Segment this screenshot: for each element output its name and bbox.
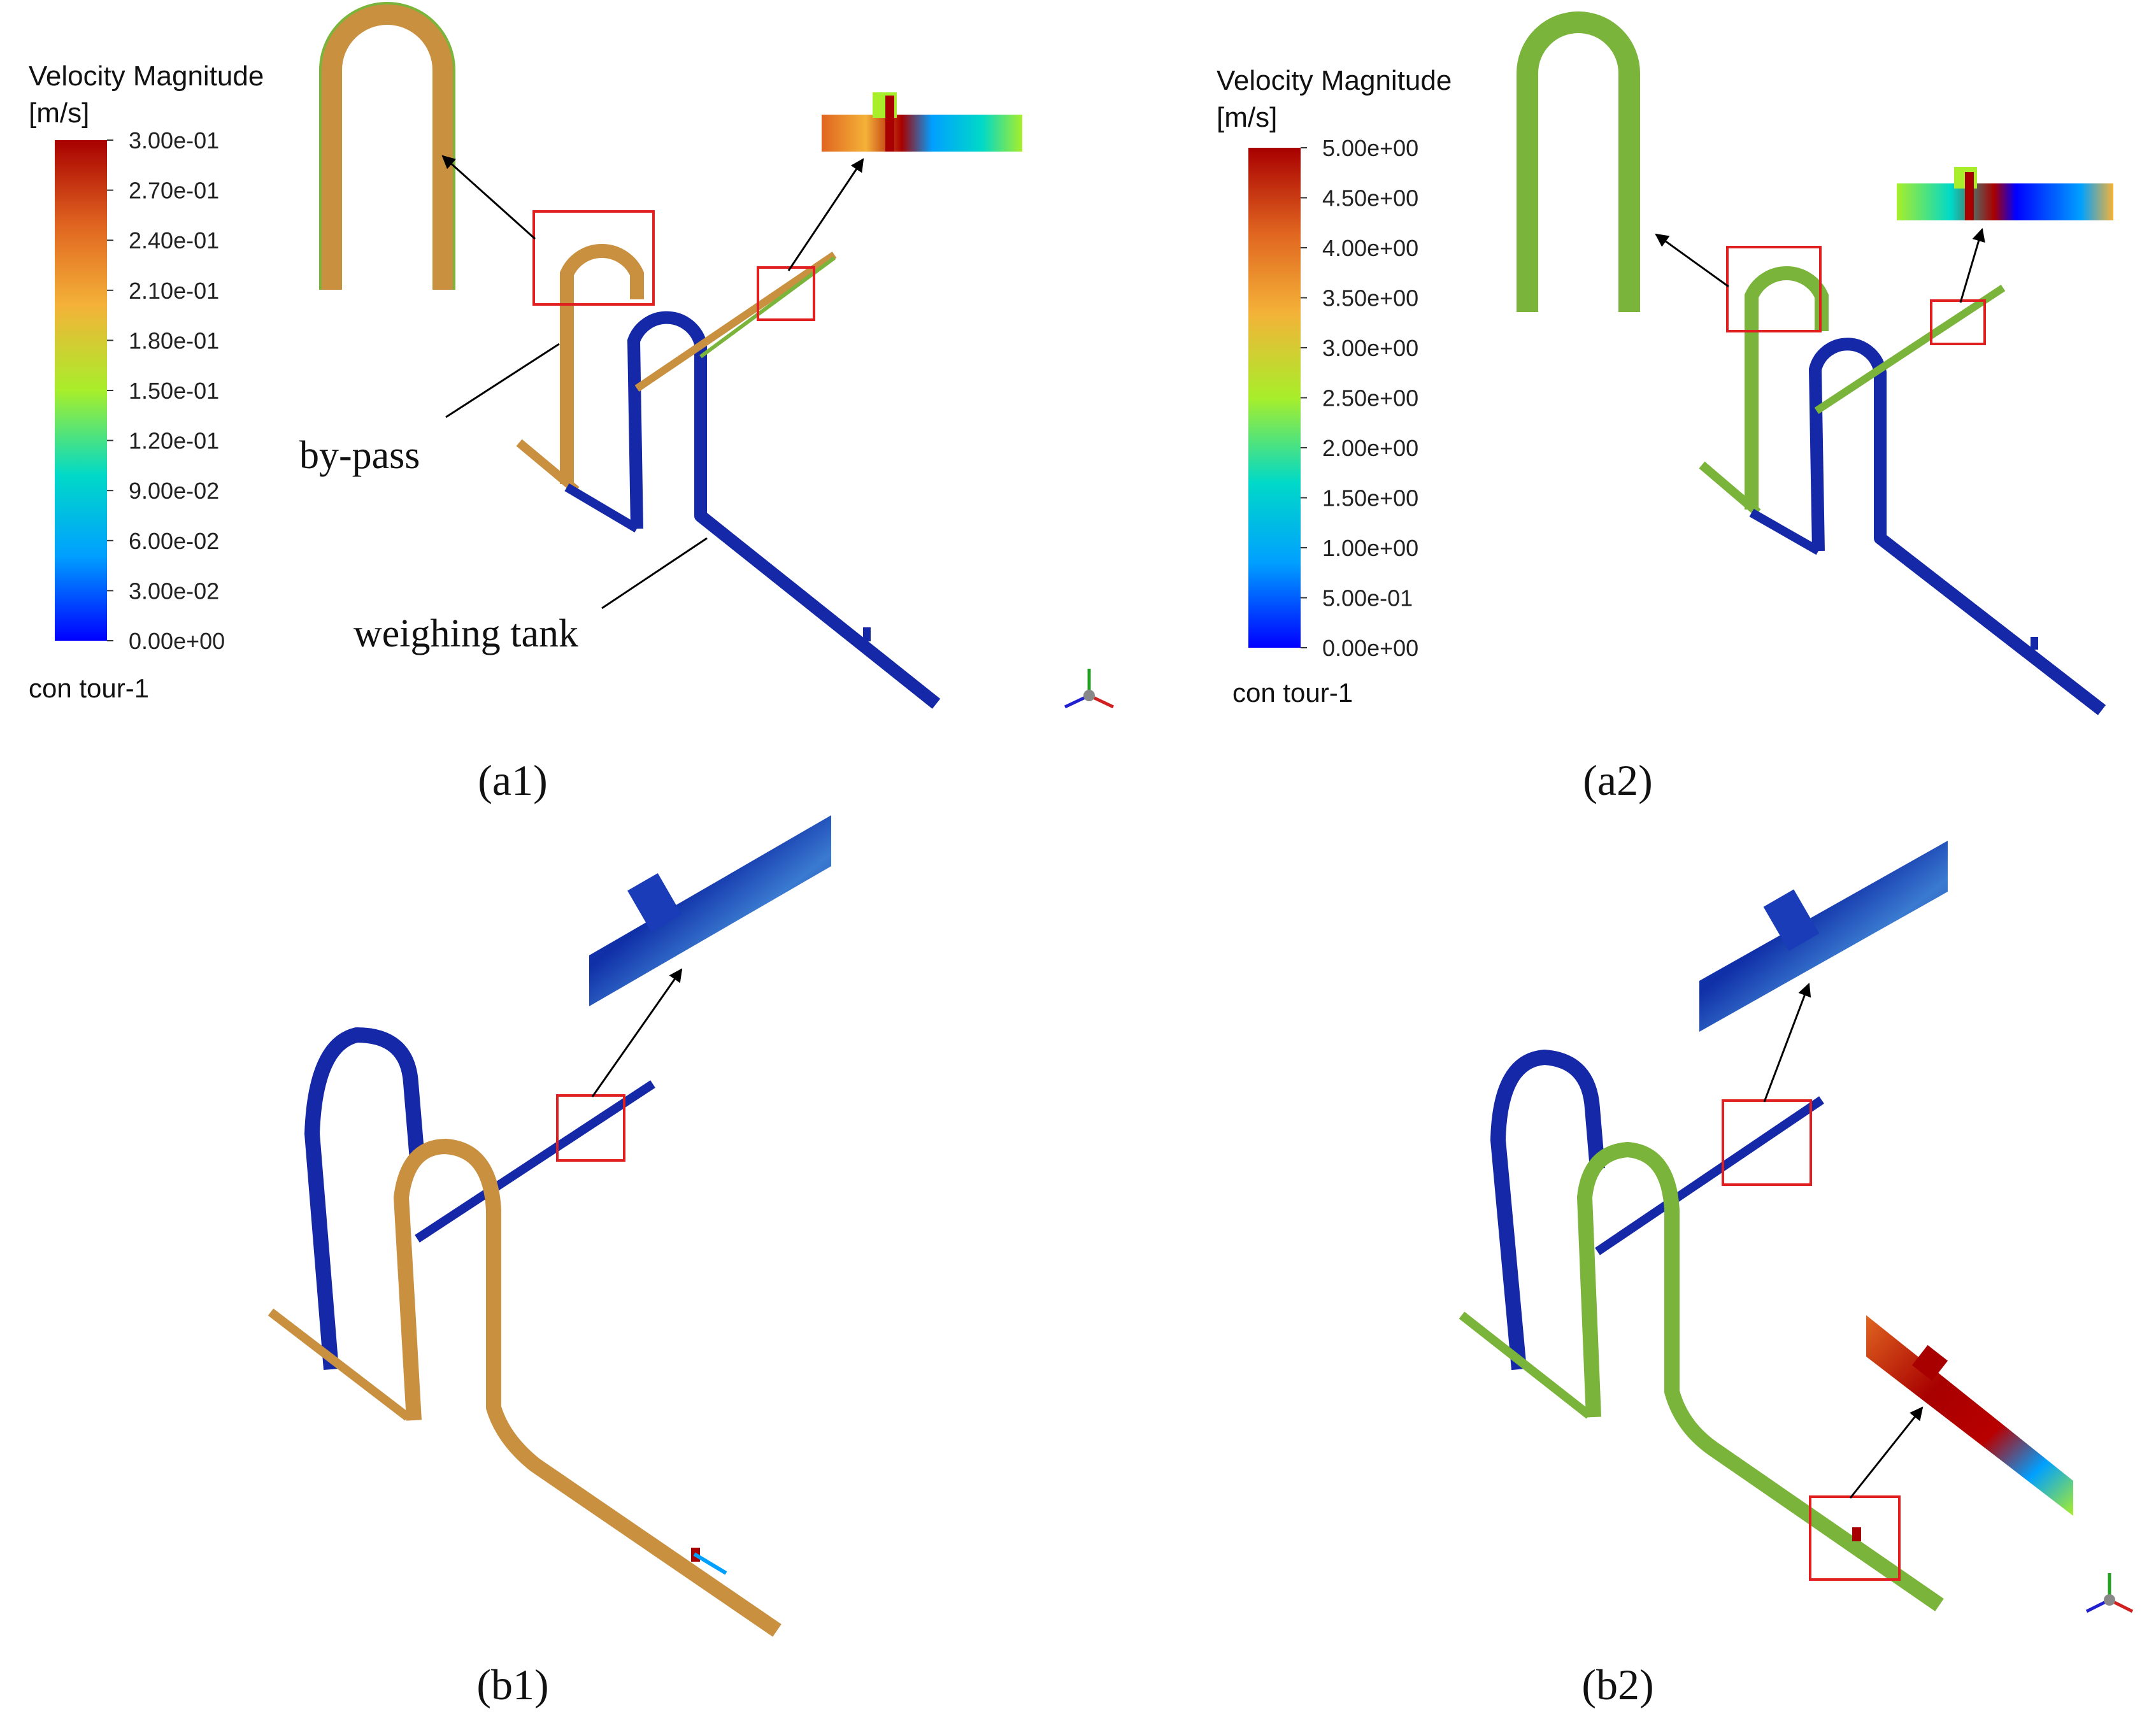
colorbar-tick-label: 3.00e-02 xyxy=(129,578,219,604)
highlight-box-bypass xyxy=(532,210,655,306)
bypass-pipe xyxy=(394,1139,782,1637)
bypass-inset-pipe xyxy=(1517,11,1640,312)
colorbar-tick-label: 1.00e+00 xyxy=(1322,535,1418,561)
highlight-box-detail xyxy=(757,266,815,321)
colorbar xyxy=(55,140,107,641)
legend-unit: [m/s] xyxy=(1217,102,1277,133)
colorbar-tick-label: 2.00e+00 xyxy=(1322,435,1418,461)
colorbar-tick-label: 2.40e-01 xyxy=(129,227,219,253)
bypass-inset-pipe xyxy=(320,3,454,290)
highlight-box-bypass xyxy=(1726,246,1822,332)
detail-inset-bottom xyxy=(1866,1315,2073,1516)
colorbar-tick-label: 2.10e-01 xyxy=(129,278,219,304)
highlight-box-bottom xyxy=(1809,1495,1901,1581)
weighing-tank-pipe xyxy=(1490,1050,1605,1371)
highlight-box-top xyxy=(1722,1099,1812,1186)
main-pipe xyxy=(1814,284,2006,415)
colorbar xyxy=(1248,148,1301,648)
bypass-pipe xyxy=(560,243,644,484)
legend-title: Velocity Magnitude xyxy=(1217,65,1452,96)
colorbar-tick-label: 0.00e+00 xyxy=(129,628,225,654)
weighing-tank-pipe xyxy=(627,311,941,709)
bypass-pipe xyxy=(1745,266,1829,510)
colorbar-tick-label: 1.50e+00 xyxy=(1322,485,1418,511)
colorbar-tick-label: 4.50e+00 xyxy=(1322,185,1418,211)
caption: (b2) xyxy=(1581,1660,1653,1709)
colorbar-tick-label: 3.50e+00 xyxy=(1322,285,1418,311)
label-bypass: by-pass xyxy=(299,434,420,477)
colorbar-tick-label: 3.00e+00 xyxy=(1322,335,1418,361)
colorbar-tick-label: 2.50e+00 xyxy=(1322,385,1418,411)
colorbar-tick-label: 6.00e-02 xyxy=(129,528,219,554)
label-weighing-tank: weighing tank xyxy=(353,612,578,655)
axis-triad-icon xyxy=(1064,669,1115,709)
panel-a1: Velocity Magnitude [m/s] 3.00e-01 2.70e-0… xyxy=(29,2,1115,804)
colorbar-tick-label: 1.80e-01 xyxy=(129,327,219,353)
caption: (b1) xyxy=(476,1660,548,1709)
main-pipe xyxy=(634,252,837,392)
bypass-pipe xyxy=(1577,1142,1944,1611)
highlight-box-detail xyxy=(556,1094,625,1162)
weighing-tank-pipe xyxy=(1809,338,2106,715)
colorbar-tick-label: 4.00e+00 xyxy=(1322,235,1418,261)
main-pipe xyxy=(415,1080,655,1243)
legend-footer: con tour-1 xyxy=(29,673,149,703)
colorbar-tick-label: 0.00e+00 xyxy=(1322,635,1418,661)
axis-triad-icon xyxy=(2085,1573,2134,1613)
colorbar-tick-label: 1.50e-01 xyxy=(129,378,219,404)
caption: (a2) xyxy=(1583,756,1652,804)
detail-inset-top xyxy=(1699,841,1948,1032)
main-pipe xyxy=(1595,1096,1824,1255)
panel-a2: Velocity Magnitude [m/s] 5.00e+00 4.50e+0… xyxy=(1217,11,2113,804)
colorbar-tick-label: 3.00e-01 xyxy=(129,127,219,153)
legend-unit: [m/s] xyxy=(29,97,89,129)
highlight-box-detail xyxy=(1930,299,1986,345)
colorbar-ticks: 5.00e+00 4.50e+00 4.00e+00 3.50e+00 3.00e+00… xyxy=(1301,135,1418,661)
colorbar-tick-label: 1.20e-01 xyxy=(129,428,219,454)
weighing-tank-pipe xyxy=(304,1027,425,1370)
colorbar-tick-label: 2.70e-01 xyxy=(129,178,219,204)
colorbar-ticks: 3.00e-01 2.70e-01 2.40e-01 2.10e-01 1.80e-01… xyxy=(107,127,225,654)
detail-inset xyxy=(589,815,831,1006)
detail-inset xyxy=(1897,183,2113,220)
caption: (a1) xyxy=(478,756,547,804)
legend-title: Velocity Magnitude xyxy=(29,61,264,92)
detail-inset xyxy=(822,115,1022,152)
panel-b2: (b2) xyxy=(1459,841,2134,1709)
bypass-inset-edge xyxy=(319,2,455,290)
colorbar-tick-label: 9.00e-02 xyxy=(129,478,219,504)
legend-footer: con tour-1 xyxy=(1232,678,1353,708)
colorbar-tick-label: 5.00e-01 xyxy=(1322,585,1413,611)
panel-b1: (b1) xyxy=(268,815,831,1709)
colorbar-tick-label: 5.00e+00 xyxy=(1322,135,1418,161)
